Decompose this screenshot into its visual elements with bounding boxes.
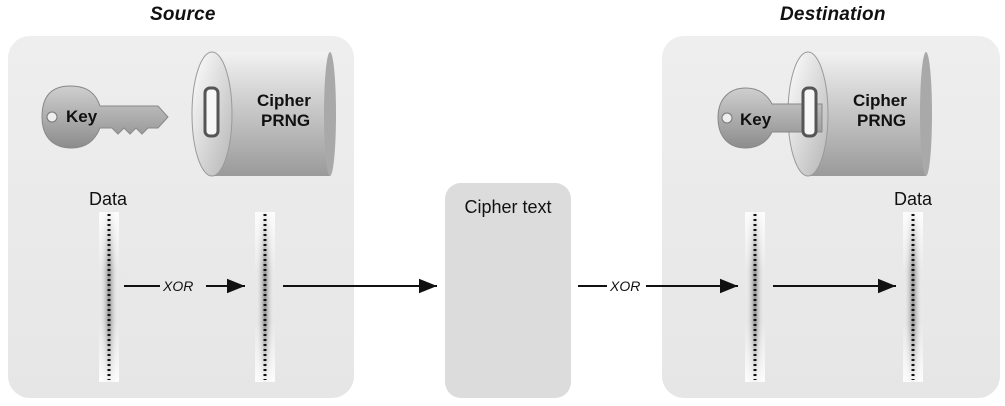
- destination-cipher-label: Cipher: [853, 91, 907, 110]
- destination-data-label: Data: [894, 189, 933, 209]
- source-cipher-prng-cylinder: [191, 51, 336, 177]
- source-cipher-label: Cipher: [257, 91, 311, 110]
- destination-key-icon: [717, 86, 823, 149]
- cipher-text-label: Cipher text: [464, 197, 552, 217]
- source-data-label: Data: [89, 189, 128, 209]
- destination-data-strip: [903, 212, 923, 382]
- source-key-label: Key: [66, 107, 98, 126]
- destination-prng-label: PRNG: [857, 111, 907, 130]
- destination-title: Destination: [780, 4, 886, 25]
- destination-keystream-strip: [745, 212, 765, 382]
- source-title: Source: [150, 4, 216, 25]
- cipher-text-box: Cipher text: [445, 183, 571, 398]
- source-keystream-strip: [255, 212, 275, 382]
- source-prng-label: PRNG: [261, 111, 311, 130]
- middle-xor-label: XOR: [610, 278, 641, 294]
- source-key-icon: [41, 85, 169, 149]
- source-xor-label: XOR: [163, 278, 194, 294]
- destination-key-label: Key: [740, 110, 772, 129]
- source-data-strip: [99, 212, 119, 382]
